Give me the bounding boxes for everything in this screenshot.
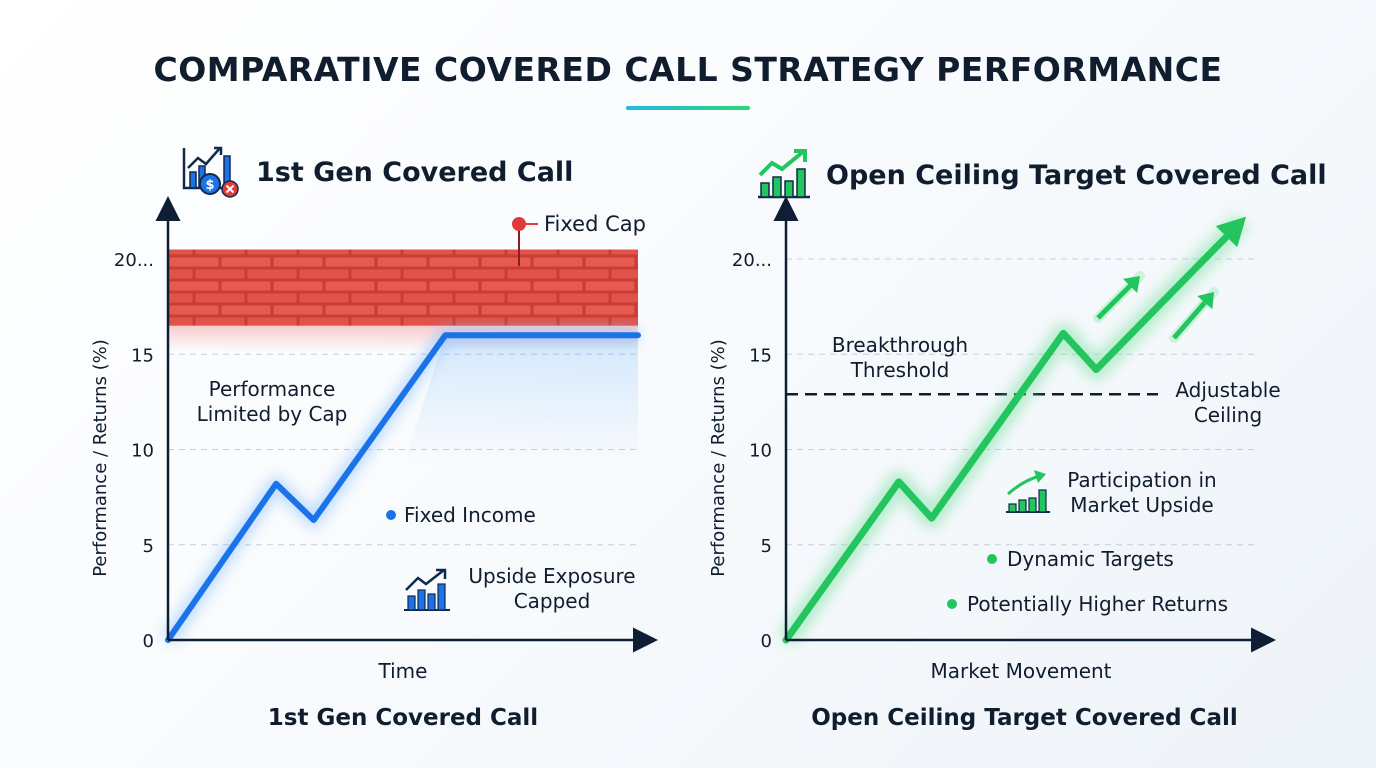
x-axis-label: Time — [378, 659, 428, 683]
y-tick-label: 15 — [749, 345, 772, 366]
right-panel-title: Open Ceiling Target Covered Call — [826, 159, 1327, 191]
fixed-income-dot — [386, 510, 396, 520]
y-tick-label: 15 — [131, 345, 154, 366]
upside-arrow-head — [1123, 276, 1140, 293]
y-axis-label: Performance / Returns (%) — [90, 339, 111, 577]
chart-with-dollar-and-x-icon: $ — [182, 146, 239, 198]
upside-arrow — [1096, 284, 1132, 320]
first-gen-chart: 0 5 10 15 20... Performance / Returns (%) Time… — [90, 196, 658, 683]
right-panel-header: Open Ceiling Target Covered Call — [756, 145, 1327, 205]
page-title: COMPARATIVE COVERED CALL STRATEGY PERFOR… — [153, 50, 1223, 89]
open-ceiling-chart: 0 5 10 15 20... Performance / Returns (%) Mark… — [708, 196, 1281, 683]
right-footer-title: Open Ceiling Target Covered Call — [811, 705, 1238, 731]
title-underline — [626, 106, 750, 110]
y-axis-label: Performance / Returns (%) — [708, 339, 729, 577]
y-tick-label: 20... — [732, 250, 772, 271]
dynamic-targets-dot — [987, 554, 997, 564]
bar-chart-rising-icon — [404, 568, 450, 611]
series-line — [782, 233, 1230, 644]
plateau-glow — [405, 335, 638, 460]
annotation-fixed-income: Fixed Income — [404, 503, 536, 527]
pin-icon — [512, 217, 526, 231]
series-arrow-head — [1215, 216, 1247, 248]
series-line-glow — [777, 213, 1250, 647]
left-panel-title: 1st Gen Covered Call — [256, 156, 574, 188]
fixed-cap-label: Fixed Cap — [544, 212, 646, 236]
svg-text:$: $ — [205, 178, 214, 193]
y-tick-label: 0 — [143, 631, 154, 652]
y-tick-label: 10 — [749, 441, 772, 462]
left-panel-header: $ 1st Gen Covered Call — [180, 142, 573, 202]
y-tick-label: 0 — [761, 631, 772, 652]
annotation-dynamic-targets: Dynamic Targets — [1007, 547, 1174, 571]
series-line — [165, 332, 641, 643]
upside-arrow-head — [1197, 292, 1214, 310]
y-tick-label: 5 — [143, 536, 154, 557]
y-tick-label: 20... — [114, 250, 154, 271]
left-footer-title: 1st Gen Covered Call — [267, 705, 539, 731]
rising-bar-chart-icon — [1006, 470, 1050, 513]
higher-returns-dot — [947, 599, 957, 609]
x-axis-label: Market Movement — [930, 659, 1111, 683]
y-tick-label: 10 — [131, 441, 154, 462]
annotation-higher-returns: Potentially Higher Returns — [967, 592, 1228, 616]
y-tick-label: 5 — [761, 536, 772, 557]
cap-wall — [168, 249, 638, 326]
upside-arrow — [1172, 300, 1207, 340]
